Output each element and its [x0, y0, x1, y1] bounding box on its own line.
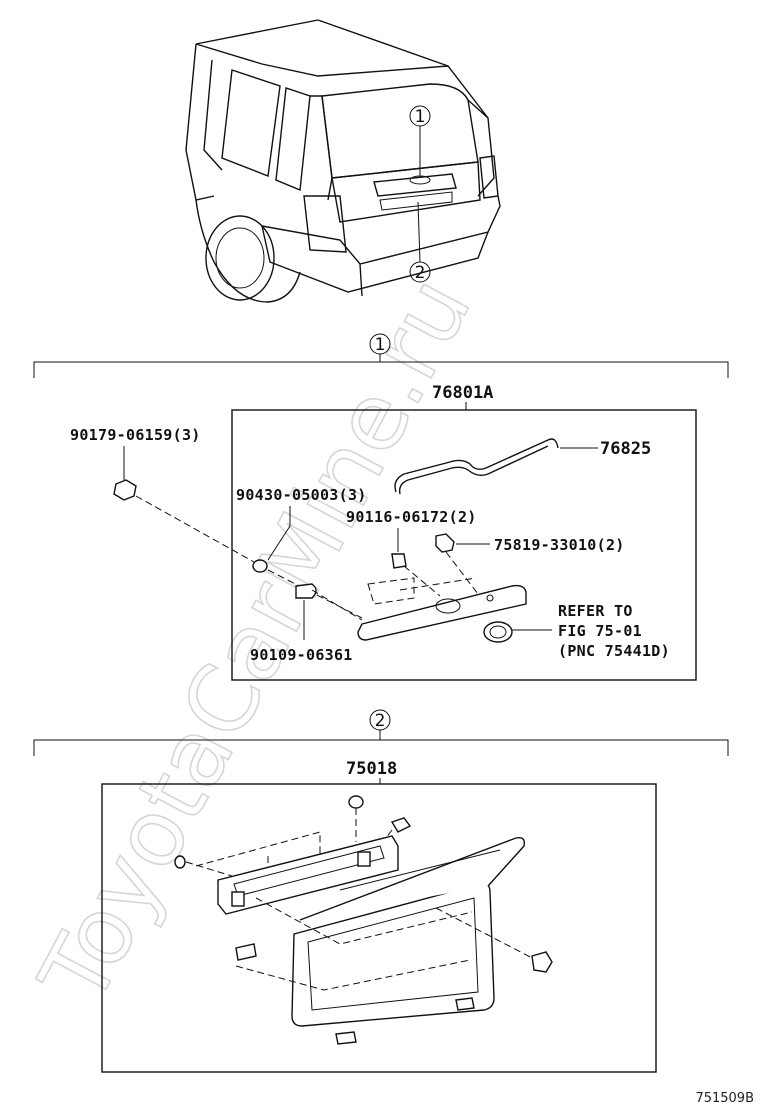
vehicle-rear-view: 1 2: [185, 19, 501, 303]
license-lamp-bracket: [217, 835, 399, 915]
garnish: [357, 584, 527, 641]
section-2-label: 2: [375, 711, 386, 731]
part-75819-33010-label: 75819-33010(2): [494, 536, 625, 554]
bolt-icon: [390, 817, 412, 833]
part-90179-06159-label: 90179-06159(3): [70, 426, 201, 444]
drawing-number: 751509B: [695, 1091, 754, 1106]
nut-icon: [348, 795, 364, 809]
nut-icon: [113, 479, 137, 501]
assembly-75018-box: [101, 783, 657, 1073]
assembly-76801A-label: 76801A: [432, 383, 493, 403]
clip-icon: [435, 533, 455, 553]
assembly-76801A-box: [231, 409, 697, 681]
cushion-icon: [235, 943, 257, 961]
emblem-icon: [483, 621, 513, 643]
grommet-icon: [174, 855, 186, 869]
washer-icon: [252, 559, 268, 573]
refer-note-line-1: REFER TO: [558, 602, 633, 620]
screw-icon: [531, 951, 553, 973]
section-1: 1 76801A 90179-06159(3) 90430-05003(3) 7…: [33, 333, 729, 681]
cushion-icon: [335, 1031, 357, 1045]
refer-note-line-2: FIG 75-01: [558, 622, 642, 640]
section-1-label: 1: [375, 335, 386, 355]
bolt-icon: [391, 553, 407, 569]
assembly-75018-label: 75018: [346, 759, 397, 779]
pin-icon: [295, 583, 317, 599]
part-76825-label: 76825: [600, 439, 651, 459]
callout-1-label: 1: [415, 107, 426, 127]
part-90430-05003-label: 90430-05003(3): [236, 486, 367, 504]
cushion-icon: [455, 997, 475, 1011]
part-90116-06172-label: 90116-06172(2): [346, 508, 477, 526]
callout-2-label: 2: [415, 263, 426, 283]
refer-note-line-3: (PNC 75441D): [558, 642, 670, 660]
section-2: 2 75018: [33, 709, 729, 1073]
part-90109-06361-label: 90109-06361: [250, 646, 353, 664]
